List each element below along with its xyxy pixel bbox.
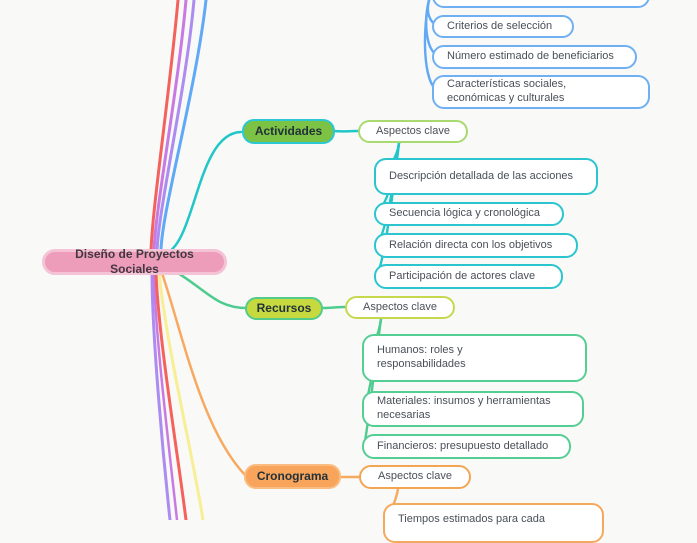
node-numero-estimado-beneficiarios[interactable]: Número estimado de beneficiarios — [432, 45, 637, 69]
central-node[interactable]: Diseño de Proyectos Sociales — [42, 247, 227, 276]
node-aspectos-clave-cronograma[interactable]: Aspectos clave — [359, 465, 471, 489]
node-criterios-de-seleccion[interactable]: Criterios de selección — [432, 15, 574, 38]
node-aspectos-clave-actividades[interactable]: Aspectos clave — [358, 120, 468, 143]
node-label: Características sociales, económicas y c… — [447, 78, 567, 104]
node-label: Aspectos clave — [363, 300, 437, 313]
node-top-cutoff[interactable] — [432, 0, 650, 8]
branch-node-recursos[interactable]: Recursos — [245, 297, 323, 320]
branch-node-label: Actividades — [254, 124, 323, 138]
branch-node-actividades[interactable]: Actividades — [242, 119, 335, 144]
node-label: Número estimado de beneficiarios — [447, 50, 614, 63]
node-secuencia-logica[interactable]: Secuencia lógica y cronológica — [374, 202, 564, 226]
node-descripcion-detallada[interactable]: Descripción detallada de las acciones — [374, 158, 598, 195]
branch-node-label: Recursos — [256, 301, 312, 315]
central-node-label: Diseño de Proyectos Sociales — [75, 247, 194, 276]
node-label: Relación directa con los objetivos — [389, 238, 553, 251]
node-label: Materiales: insumos y herramientas neces… — [377, 395, 551, 421]
node-label: Secuencia lógica y cronológica — [389, 207, 541, 220]
node-aspectos-clave-recursos[interactable]: Aspectos clave — [345, 296, 455, 319]
node-label: Descripción detallada de las acciones — [389, 169, 574, 182]
node-relacion-directa-objetivos[interactable]: Relación directa con los objetivos — [374, 233, 578, 258]
node-humanos-roles[interactable]: Humanos: roles y responsabilidades — [362, 334, 587, 382]
branch-node-cronograma[interactable]: Cronograma — [244, 464, 341, 489]
node-materiales-insumos[interactable]: Materiales: insumos y herramientas neces… — [362, 391, 584, 427]
node-tiempos-estimados[interactable]: Tiempos estimados para cada — [383, 503, 604, 543]
node-caracteristicas-sociales[interactable]: Características sociales, económicas y c… — [432, 75, 650, 109]
node-label: Participación de actores clave — [389, 269, 536, 282]
node-participacion-actores[interactable]: Participación de actores clave — [374, 264, 563, 289]
node-label: Financieros: presupuesto detallado — [377, 439, 549, 452]
node-label: Criterios de selección — [447, 19, 553, 32]
node-label: Aspectos clave — [376, 124, 450, 137]
node-label: Aspectos clave — [378, 470, 452, 483]
branch-node-label: Cronograma — [256, 469, 329, 483]
node-label: Humanos: roles y responsabilidades — [377, 344, 466, 370]
node-financieros-presupuesto[interactable]: Financieros: presupuesto detallado — [362, 434, 571, 459]
